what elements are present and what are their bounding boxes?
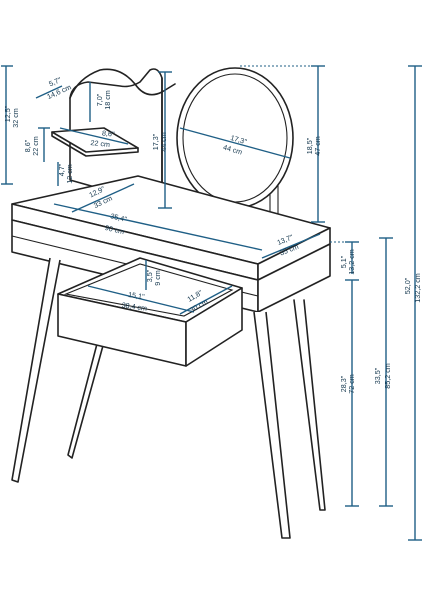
- shelf-to-top-cm: 18 cm: [103, 90, 112, 110]
- table-width-in: 35,4": [109, 211, 128, 224]
- overall-height-in: 52,0": [403, 277, 412, 294]
- shelf-lower-gap-in: 4,7": [57, 163, 66, 176]
- mirror-total-in: 18,5": [305, 137, 314, 154]
- back-leg-right: [293, 299, 326, 511]
- drawer-inner-height-cm: 9 cm: [153, 270, 162, 286]
- leg-height-in: 28,3": [339, 375, 348, 392]
- table-total-height-cm: 85,2 cm: [383, 363, 392, 389]
- front-leg-right: [253, 311, 291, 539]
- table-apron-side: [257, 243, 331, 313]
- mirror-height-in: 17,3": [151, 133, 160, 150]
- dimension-labels: 12,5" 32 cm 5,7" 14,6 cm 7,0" 18 cm 8,6"…: [3, 75, 422, 394]
- shelf-height-cm: 22 cm: [31, 136, 40, 156]
- mirror-total-cm: 47 cm: [313, 136, 322, 156]
- drawer-inner: [64, 263, 234, 317]
- front-leg-mid: [67, 339, 105, 459]
- mirror-height-cm: 44 cm: [159, 132, 168, 152]
- shelf-back-height-in: 12,5": [3, 105, 12, 122]
- drawer-width-cm: 38,4 cm: [121, 300, 148, 312]
- table-total-height-in: 33,5": [373, 367, 382, 384]
- drawer-side: [185, 287, 243, 367]
- small-shelf-edge: [51, 131, 139, 157]
- shelf-back-height-cm: 32 cm: [11, 108, 20, 128]
- shelf-width-cm: 22 cm: [90, 138, 110, 149]
- overall-height-cm: 132,2 cm: [413, 273, 422, 303]
- drawer-width-in: 15,1": [128, 290, 146, 301]
- shelf-height-in: 8,6": [23, 139, 32, 152]
- table-width-cm: 90 cm: [104, 223, 125, 236]
- drawer-inner-height-in: 3,5": [145, 269, 154, 282]
- drawer-height-cm: 13,2 cm: [347, 249, 356, 275]
- drawer-height-in: 5,1": [339, 255, 348, 268]
- shelf-lower-gap-cm: 12 cm: [65, 164, 74, 184]
- shelf-to-top-in: 7,0": [95, 93, 104, 106]
- shelf-width-in: 8,6": [102, 128, 116, 138]
- dimension-lines: [1, 65, 422, 541]
- front-leg-left: [11, 257, 61, 483]
- back-panel-top-curve: [69, 68, 176, 99]
- leg-height-cm: 72 cm: [347, 374, 356, 394]
